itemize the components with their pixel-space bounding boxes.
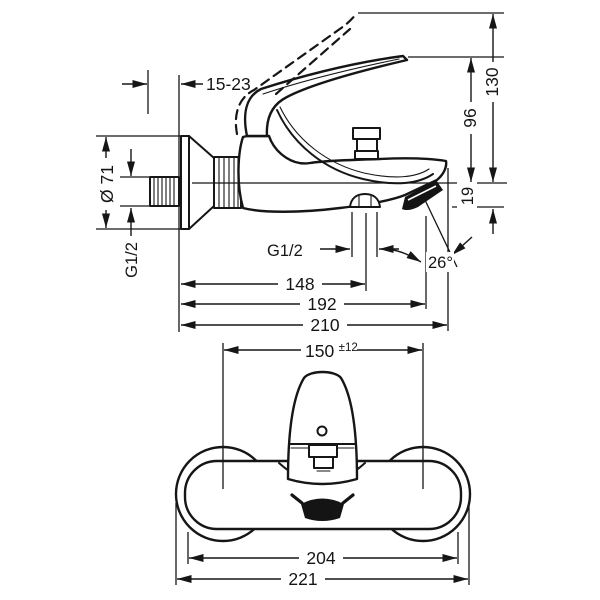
lever-handle <box>243 54 409 138</box>
dim-body-width: 204 <box>306 548 335 568</box>
aerator-front <box>290 493 355 521</box>
shower-outlet <box>349 193 381 208</box>
dim-connection-centers: 150 ±12 <box>305 341 358 361</box>
diverter-knob <box>352 127 381 160</box>
mixer-body-spout <box>237 134 448 213</box>
lever-handle-raised-outline <box>234 12 358 136</box>
dim-wall-adjust: 15-23 <box>206 74 251 94</box>
dim-height-raised: 130 <box>482 67 502 96</box>
dim-depth-shower-outlet: 148 <box>285 274 314 294</box>
dim-depth-aerator: 192 <box>307 294 336 314</box>
handle-pin-hole <box>316 425 328 437</box>
side-view-labels: 15-23 Ø 71 G1/2 130 96 19 26° G1/2 148 1… <box>96 62 503 335</box>
inlet-nipple <box>149 176 180 207</box>
dim-escutcheon-diameter: Ø 71 <box>97 165 117 203</box>
dim-spray-angle: 26° <box>428 254 453 272</box>
dim-shower-outlet-thread: G1/2 <box>267 242 303 260</box>
front-view-faucet <box>174 343 472 543</box>
dim-spout-drop: 19 <box>459 187 477 205</box>
escutcheon-rim <box>180 135 190 230</box>
side-view-faucet <box>149 12 507 230</box>
aerator <box>402 180 443 211</box>
cartridge-cover <box>308 444 338 472</box>
spout-seam <box>276 109 434 185</box>
dim-depth-total: 210 <box>310 315 339 335</box>
dim-height-handle: 96 <box>460 108 480 127</box>
dim-total-width: 221 <box>288 569 317 589</box>
front-view-labels: 150 ±12 204 221 <box>281 340 358 589</box>
dim-inlet-thread: G1/2 <box>123 242 141 278</box>
